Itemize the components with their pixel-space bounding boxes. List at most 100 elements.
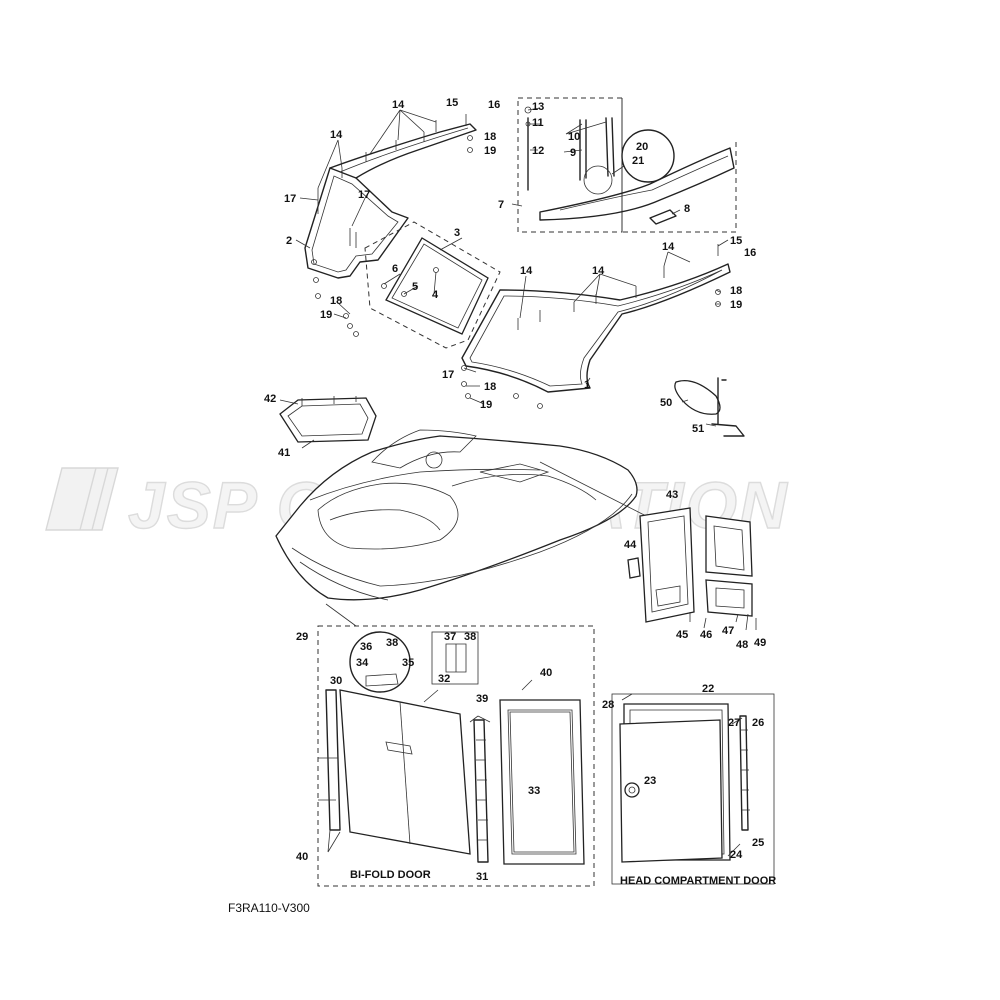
callout-label: 38 xyxy=(386,637,398,649)
head-door-panel xyxy=(619,719,723,863)
callout-label: 15 xyxy=(446,97,458,109)
callout-label: 13 xyxy=(532,101,544,113)
callout-label: 3 xyxy=(454,227,460,239)
bifold-door-section xyxy=(317,625,595,887)
head-door-latch xyxy=(624,782,640,798)
callout-label: 20 xyxy=(636,141,648,153)
callout-label: 22 xyxy=(702,683,714,695)
boat-hull xyxy=(275,429,655,627)
callout-label: 43 xyxy=(666,489,678,501)
rearview-mirror xyxy=(674,379,721,415)
callout-label: 11 xyxy=(532,117,544,129)
center-glass-outline xyxy=(364,221,501,349)
rail-bracket xyxy=(649,209,677,225)
callout-label: 9 xyxy=(570,147,576,159)
callout-label: 19 xyxy=(480,399,492,411)
callout-label: 34 xyxy=(356,657,369,669)
compartment-latch xyxy=(627,557,641,579)
compartment-door xyxy=(639,507,695,623)
callout-label: 12 xyxy=(532,145,544,157)
callout-label: 40 xyxy=(296,851,308,863)
callout-label: 49 xyxy=(754,637,766,649)
tray-body xyxy=(279,397,377,443)
callout-label: 14 xyxy=(520,265,533,277)
callout-label: 23 xyxy=(644,775,656,787)
callout-label: 33 xyxy=(528,785,540,797)
callout-label: 21 xyxy=(632,155,644,167)
callout-label: 18 xyxy=(730,285,742,297)
left-windshield-frame xyxy=(304,167,409,279)
callouts: 1 2 3 4 5 6 7 8 9 10 11 12 13 14 14 14 1… xyxy=(264,97,766,883)
callout-label: 6 xyxy=(392,263,398,275)
watermark-logo-icon xyxy=(45,467,119,531)
callout-label: 18 xyxy=(484,381,496,393)
callout-label: 41 xyxy=(278,447,290,459)
callout-label: 2 xyxy=(286,235,292,247)
callout-label: 44 xyxy=(624,539,637,551)
bifold-door-frame-dashed xyxy=(317,625,595,887)
head-door-caption: HEAD COMPARTMENT DOOR xyxy=(620,875,776,887)
callout-label: 4 xyxy=(432,289,439,301)
callout-label: 15 xyxy=(730,235,742,247)
center-glass xyxy=(385,237,489,335)
right-windshield-frame xyxy=(461,263,731,393)
callout-label: 19 xyxy=(320,309,332,321)
detail-magnifier xyxy=(621,129,675,183)
bifold-detail-magnifier xyxy=(349,631,411,693)
windshield-assembly xyxy=(295,109,731,409)
hull-outline xyxy=(275,435,638,601)
callout-label: 29 xyxy=(296,631,308,643)
callout-label: 14 xyxy=(392,99,405,111)
head-door-section xyxy=(611,693,775,885)
mirror-mount xyxy=(711,377,745,437)
bifold-hinge-strip xyxy=(473,719,489,863)
callout-label: 17 xyxy=(358,189,370,201)
callout-label: 10 xyxy=(568,131,580,143)
left-upper-rail xyxy=(329,123,477,179)
callout-label: 35 xyxy=(402,657,414,669)
figure-code: F3RA110-V300 xyxy=(228,901,310,915)
callout-label: 18 xyxy=(330,295,342,307)
callout-label: 17 xyxy=(284,193,296,205)
callout-label: 30 xyxy=(330,675,342,687)
bifold-seal-strip xyxy=(325,689,341,831)
fastener-group xyxy=(311,114,721,409)
callout-label: 14 xyxy=(662,241,675,253)
head-door-hinge xyxy=(739,715,749,831)
callout-label: 45 xyxy=(676,629,688,641)
callout-label: 18 xyxy=(484,131,496,143)
callout-label: 48 xyxy=(736,639,748,651)
callout-label: 19 xyxy=(484,145,496,157)
callout-label: 1 xyxy=(584,379,590,391)
callout-label: 46 xyxy=(700,629,712,641)
callout-label: 37 xyxy=(444,631,456,643)
callout-label: 14 xyxy=(592,265,605,277)
head-door-frame-box xyxy=(611,693,775,885)
compartment-box-upper xyxy=(705,515,753,577)
callout-label: 8 xyxy=(684,203,690,215)
detail-box-bimini-rail xyxy=(511,97,737,233)
mirror-parts xyxy=(674,377,745,437)
callout-label: 5 xyxy=(412,281,418,293)
leader-lines-top xyxy=(295,109,729,405)
callout-label: 36 xyxy=(360,641,372,653)
callout-label: 27 xyxy=(728,717,740,729)
compartment-box-lower xyxy=(705,579,753,617)
hull-cockpit xyxy=(317,482,459,550)
callout-label: 17 xyxy=(442,369,454,381)
callout-label: 38 xyxy=(464,631,476,643)
bifold-gasket xyxy=(499,699,585,865)
callout-label: 16 xyxy=(488,99,500,111)
callout-label: 40 xyxy=(540,667,552,679)
callout-label: 47 xyxy=(722,625,734,637)
callout-label: 51 xyxy=(692,423,704,435)
callout-label: 39 xyxy=(476,693,488,705)
callout-label: 16 xyxy=(744,247,756,259)
callout-label: 50 xyxy=(660,397,672,409)
bifold-door-caption: BI-FOLD DOOR xyxy=(350,869,431,881)
callout-label: 42 xyxy=(264,393,276,405)
compartment-parts xyxy=(627,507,757,631)
storage-tray xyxy=(279,396,377,449)
hand-rail xyxy=(539,147,735,221)
